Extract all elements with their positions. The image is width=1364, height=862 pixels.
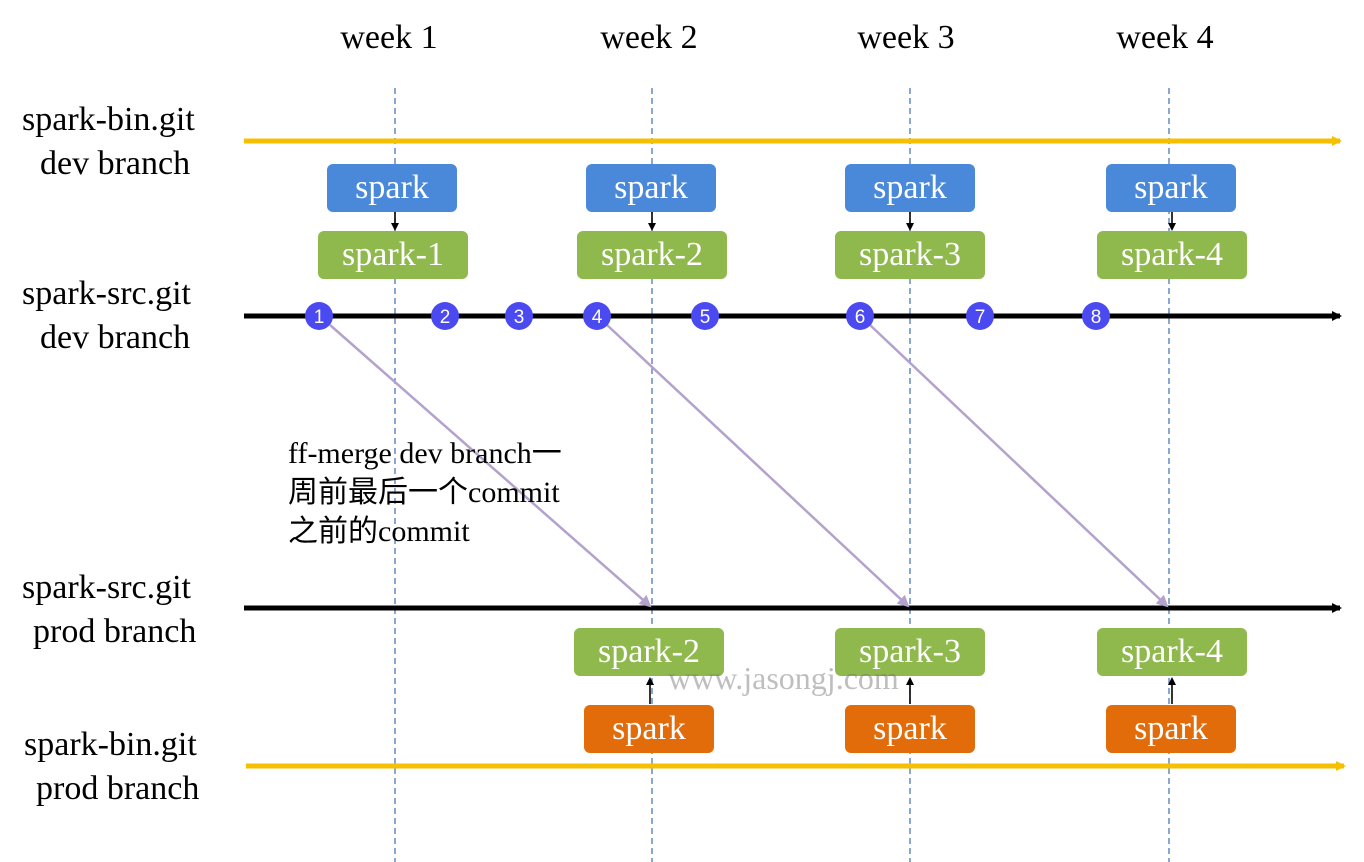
commit-7: 7 xyxy=(966,302,994,330)
dev-spark-box-1: spark xyxy=(327,164,457,212)
commit-1: 1 xyxy=(305,302,333,330)
lane-bin-dev-branch: dev branch xyxy=(40,145,191,182)
lane-src-prod-branch: prod branch xyxy=(33,613,197,650)
dev-spark-box-4: spark xyxy=(1106,164,1236,212)
svg-text:5: 5 xyxy=(700,307,711,328)
dev-version-box-4: spark-4 xyxy=(1097,231,1247,279)
merge-arrow-6 xyxy=(869,324,1169,608)
dev-version-box-1: spark-1 xyxy=(318,231,468,279)
week-4-label: week 4 xyxy=(1116,19,1214,56)
svg-text:1: 1 xyxy=(314,307,325,328)
commit-4: 4 xyxy=(583,302,611,330)
prod-version-box-2: spark-2 xyxy=(574,628,724,676)
commit-3: 3 xyxy=(505,302,533,330)
svg-text:7: 7 xyxy=(975,307,986,328)
prod-version-box-4: spark-4 xyxy=(1097,628,1247,676)
lane-src-dev-branch: dev branch xyxy=(40,319,191,356)
svg-text:3: 3 xyxy=(514,307,525,328)
dev-spark-box-2: spark xyxy=(586,164,716,212)
prod-spark-box-3: spark xyxy=(845,705,975,753)
dev-spark-box-3: spark xyxy=(845,164,975,212)
lane-bin-dev-repo: spark-bin.git xyxy=(22,101,195,138)
svg-text:8: 8 xyxy=(1091,307,1102,328)
prod-version-box-3: spark-3 xyxy=(835,628,985,676)
ff-merge-note-line-1: ff-merge dev branch一 xyxy=(288,437,562,470)
merge-arrow-1 xyxy=(329,324,652,608)
ff-merge-note: ff-merge dev branch一 周前最后一个commit 之前的com… xyxy=(288,434,618,551)
commit-2: 2 xyxy=(431,302,459,330)
merge-arrow-4 xyxy=(606,324,910,608)
ff-merge-note-line-2: 周前最后一个commit xyxy=(288,476,560,509)
prod-spark-box-4: spark xyxy=(1106,705,1236,753)
svg-text:2: 2 xyxy=(440,307,451,328)
week-1-label: week 1 xyxy=(340,19,438,56)
svg-text:6: 6 xyxy=(855,307,866,328)
lane-src-dev-repo: spark-src.git xyxy=(22,275,192,312)
watermark: www.jasongj.com xyxy=(668,660,899,696)
ff-merge-note-line-3: 之前的commit xyxy=(288,515,470,548)
commit-8: 8 xyxy=(1082,302,1110,330)
commit-5: 5 xyxy=(691,302,719,330)
week-3-label: week 3 xyxy=(857,19,955,56)
lane-bin-prod-branch: prod branch xyxy=(36,770,200,807)
dev-version-box-3: spark-3 xyxy=(835,231,985,279)
week-2-label: week 2 xyxy=(600,19,698,56)
commit-6: 6 xyxy=(846,302,874,330)
lane-src-prod-repo: spark-src.git xyxy=(22,569,192,606)
prod-spark-box-2: spark xyxy=(584,705,714,753)
lane-bin-prod-repo: spark-bin.git xyxy=(24,726,197,763)
svg-text:4: 4 xyxy=(592,307,603,328)
dev-version-box-2: spark-2 xyxy=(577,231,727,279)
